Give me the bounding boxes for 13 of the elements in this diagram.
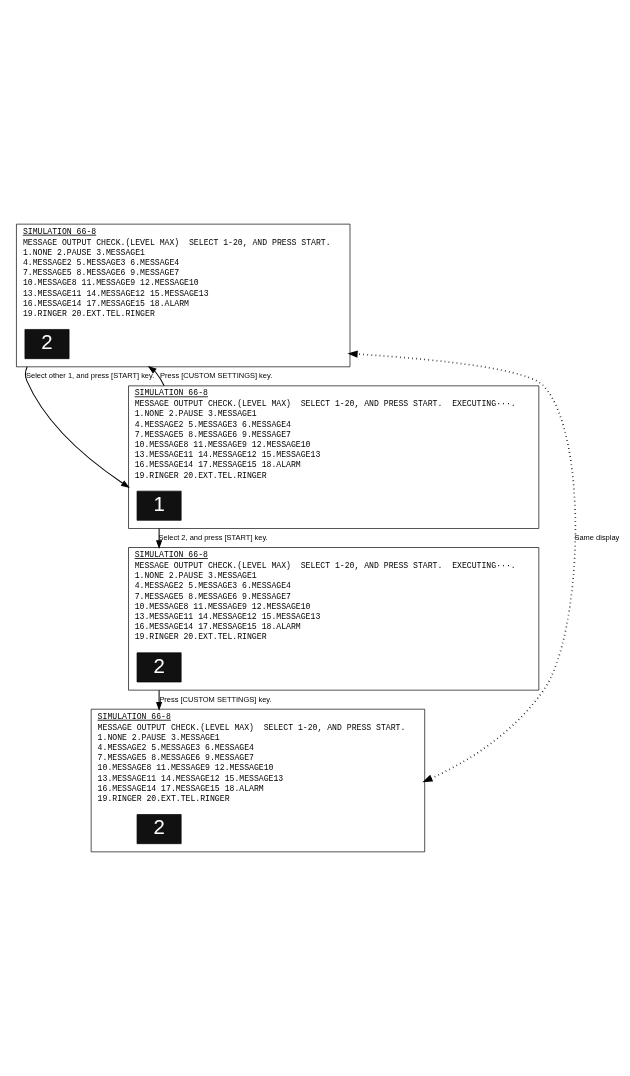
arrow: [24, 366, 130, 488]
edge-label: Select other 1, and press [START] key.: [26, 371, 155, 381]
arrow: [156, 528, 163, 550]
node-box: 1: [136, 490, 182, 521]
edge-label: Press [CUSTOM SETTINGS] key.: [160, 371, 273, 381]
arrow: [347, 350, 577, 783]
edge-label: Same display: [574, 532, 620, 542]
node-box: 2: [24, 329, 70, 359]
arrow: [156, 689, 163, 711]
node-box: 2: [136, 652, 182, 683]
edge-label: Press [CUSTOM SETTINGS] key.: [159, 694, 272, 704]
arrow: [147, 365, 165, 387]
node-box: 2: [136, 814, 182, 845]
